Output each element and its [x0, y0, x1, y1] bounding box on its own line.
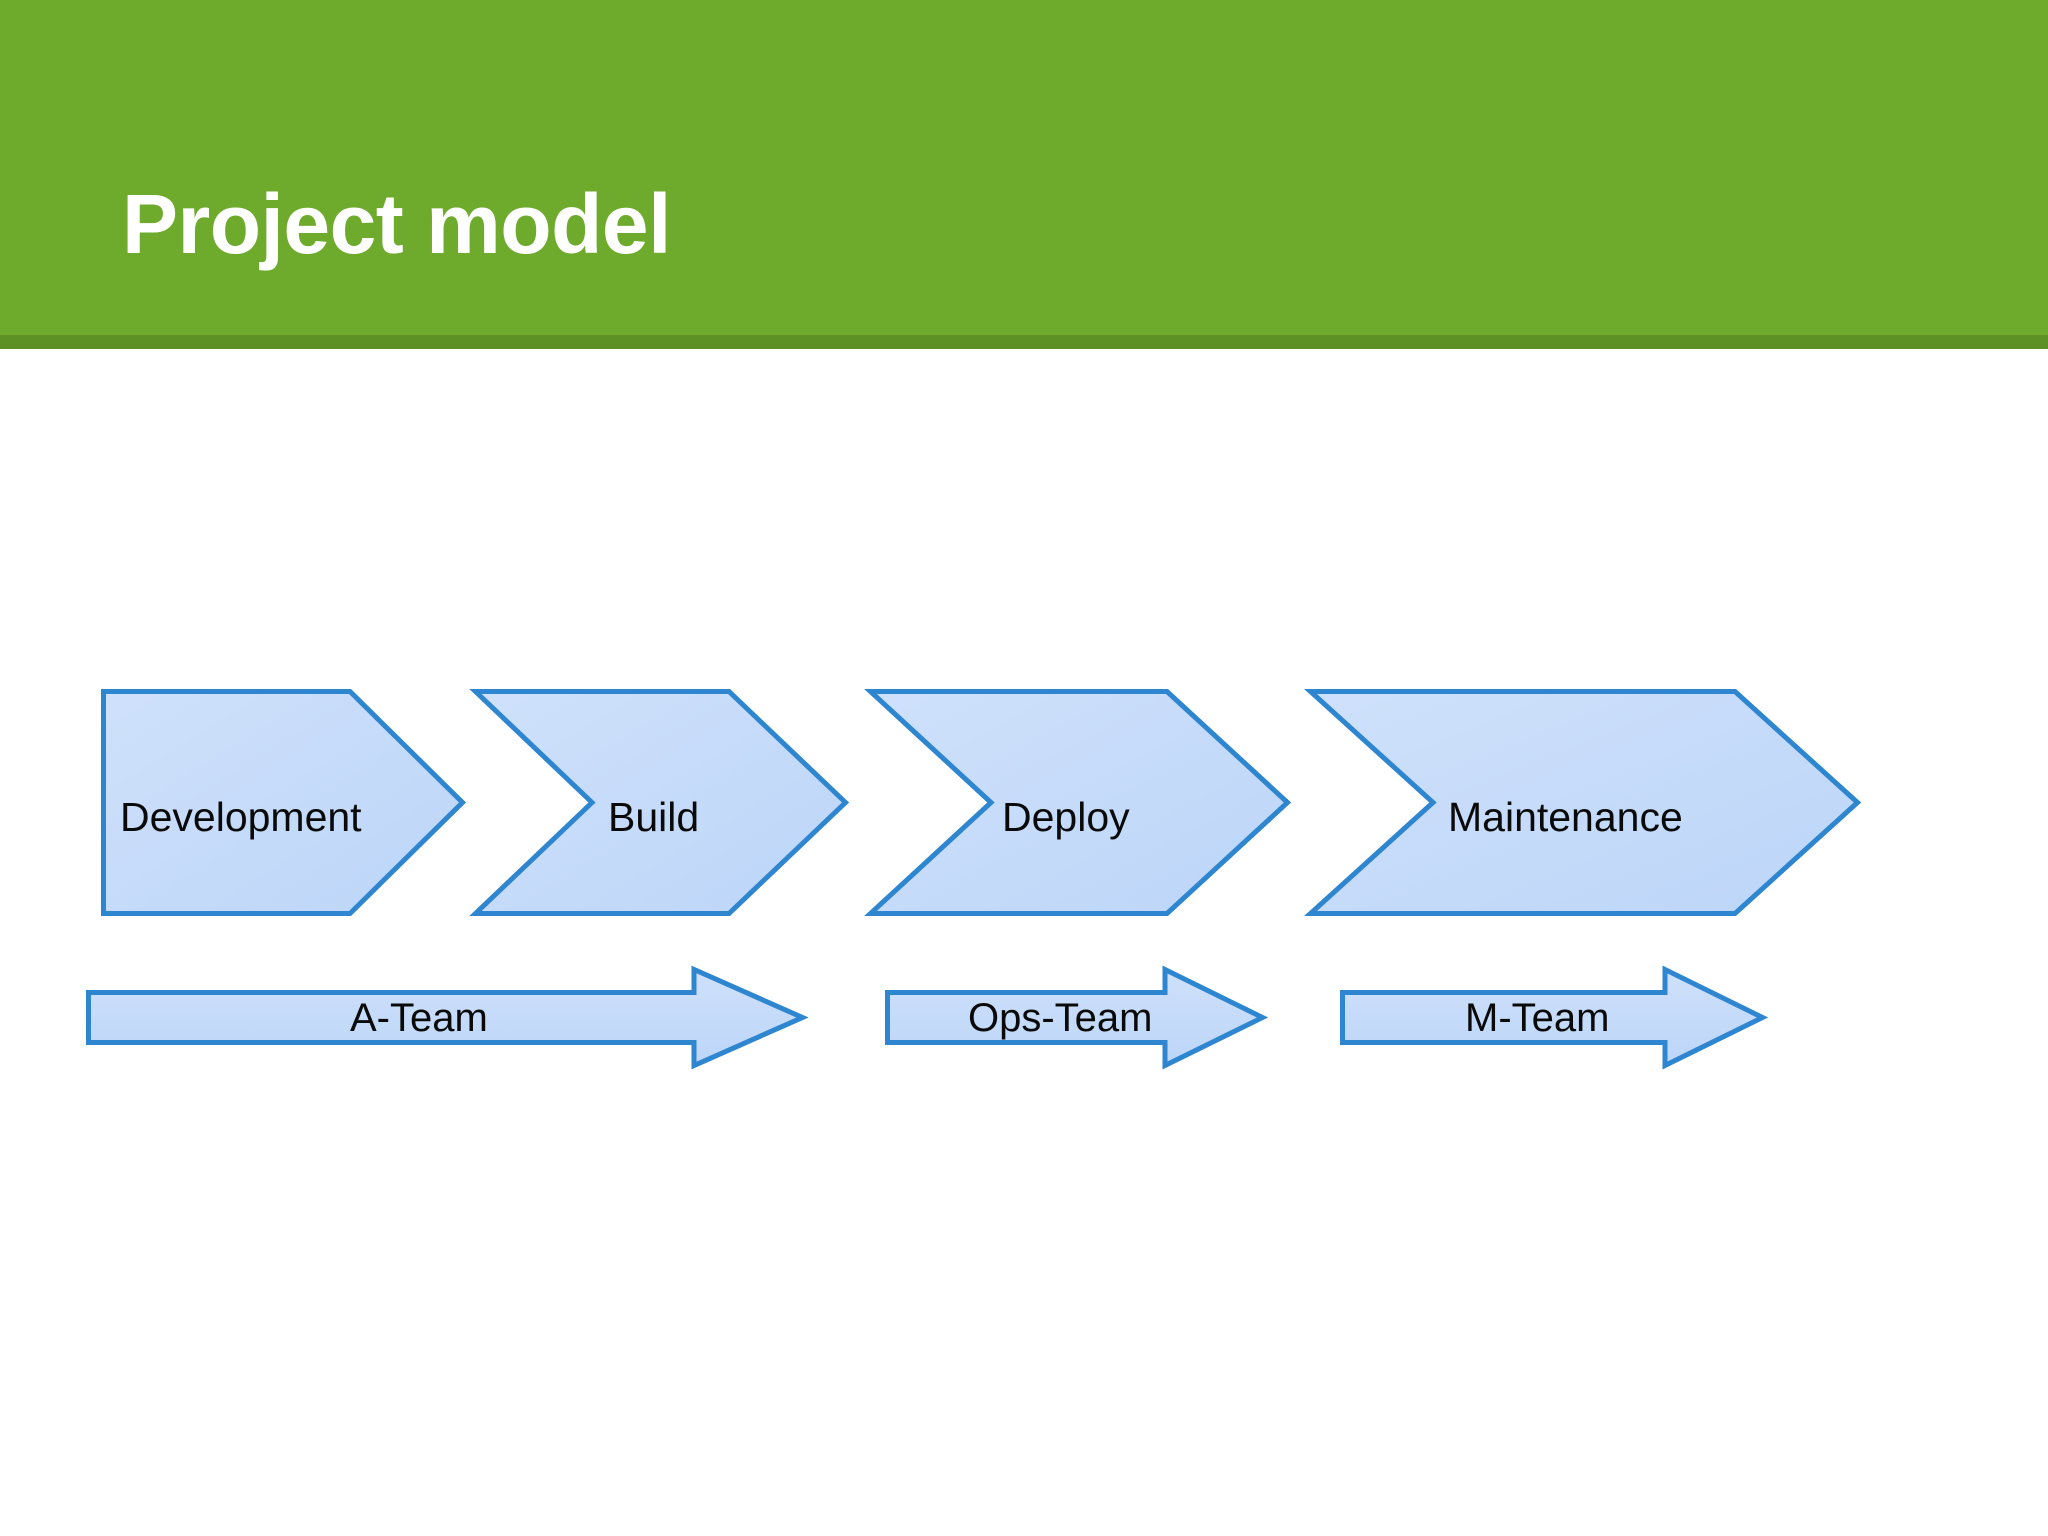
- phase-shape-maintenance[interactable]: [1304, 689, 1862, 916]
- phase-label-deploy: Deploy: [1002, 794, 1130, 840]
- team-shape-m-team[interactable]: [1340, 965, 1769, 1070]
- slide-header-underline: [0, 335, 2048, 349]
- phase-label-build: Build: [608, 794, 700, 840]
- slide-header-band: [0, 0, 2048, 335]
- team-label-ops-team: Ops-Team: [968, 996, 1153, 1040]
- page-title: Project model: [122, 177, 671, 271]
- team-shape-a-team[interactable]: [86, 965, 809, 1070]
- phase-shape-development[interactable]: [101, 689, 467, 916]
- team-shape-ops-team[interactable]: [885, 965, 1269, 1070]
- phase-label-development: Development: [120, 794, 362, 840]
- team-label-a-team: A-Team: [350, 996, 488, 1040]
- phase-shape-deploy[interactable]: [864, 689, 1292, 916]
- phase-shape-build[interactable]: [469, 689, 850, 916]
- team-label-m-team: M-Team: [1465, 996, 1610, 1040]
- phase-label-maintenance: Maintenance: [1448, 794, 1683, 840]
